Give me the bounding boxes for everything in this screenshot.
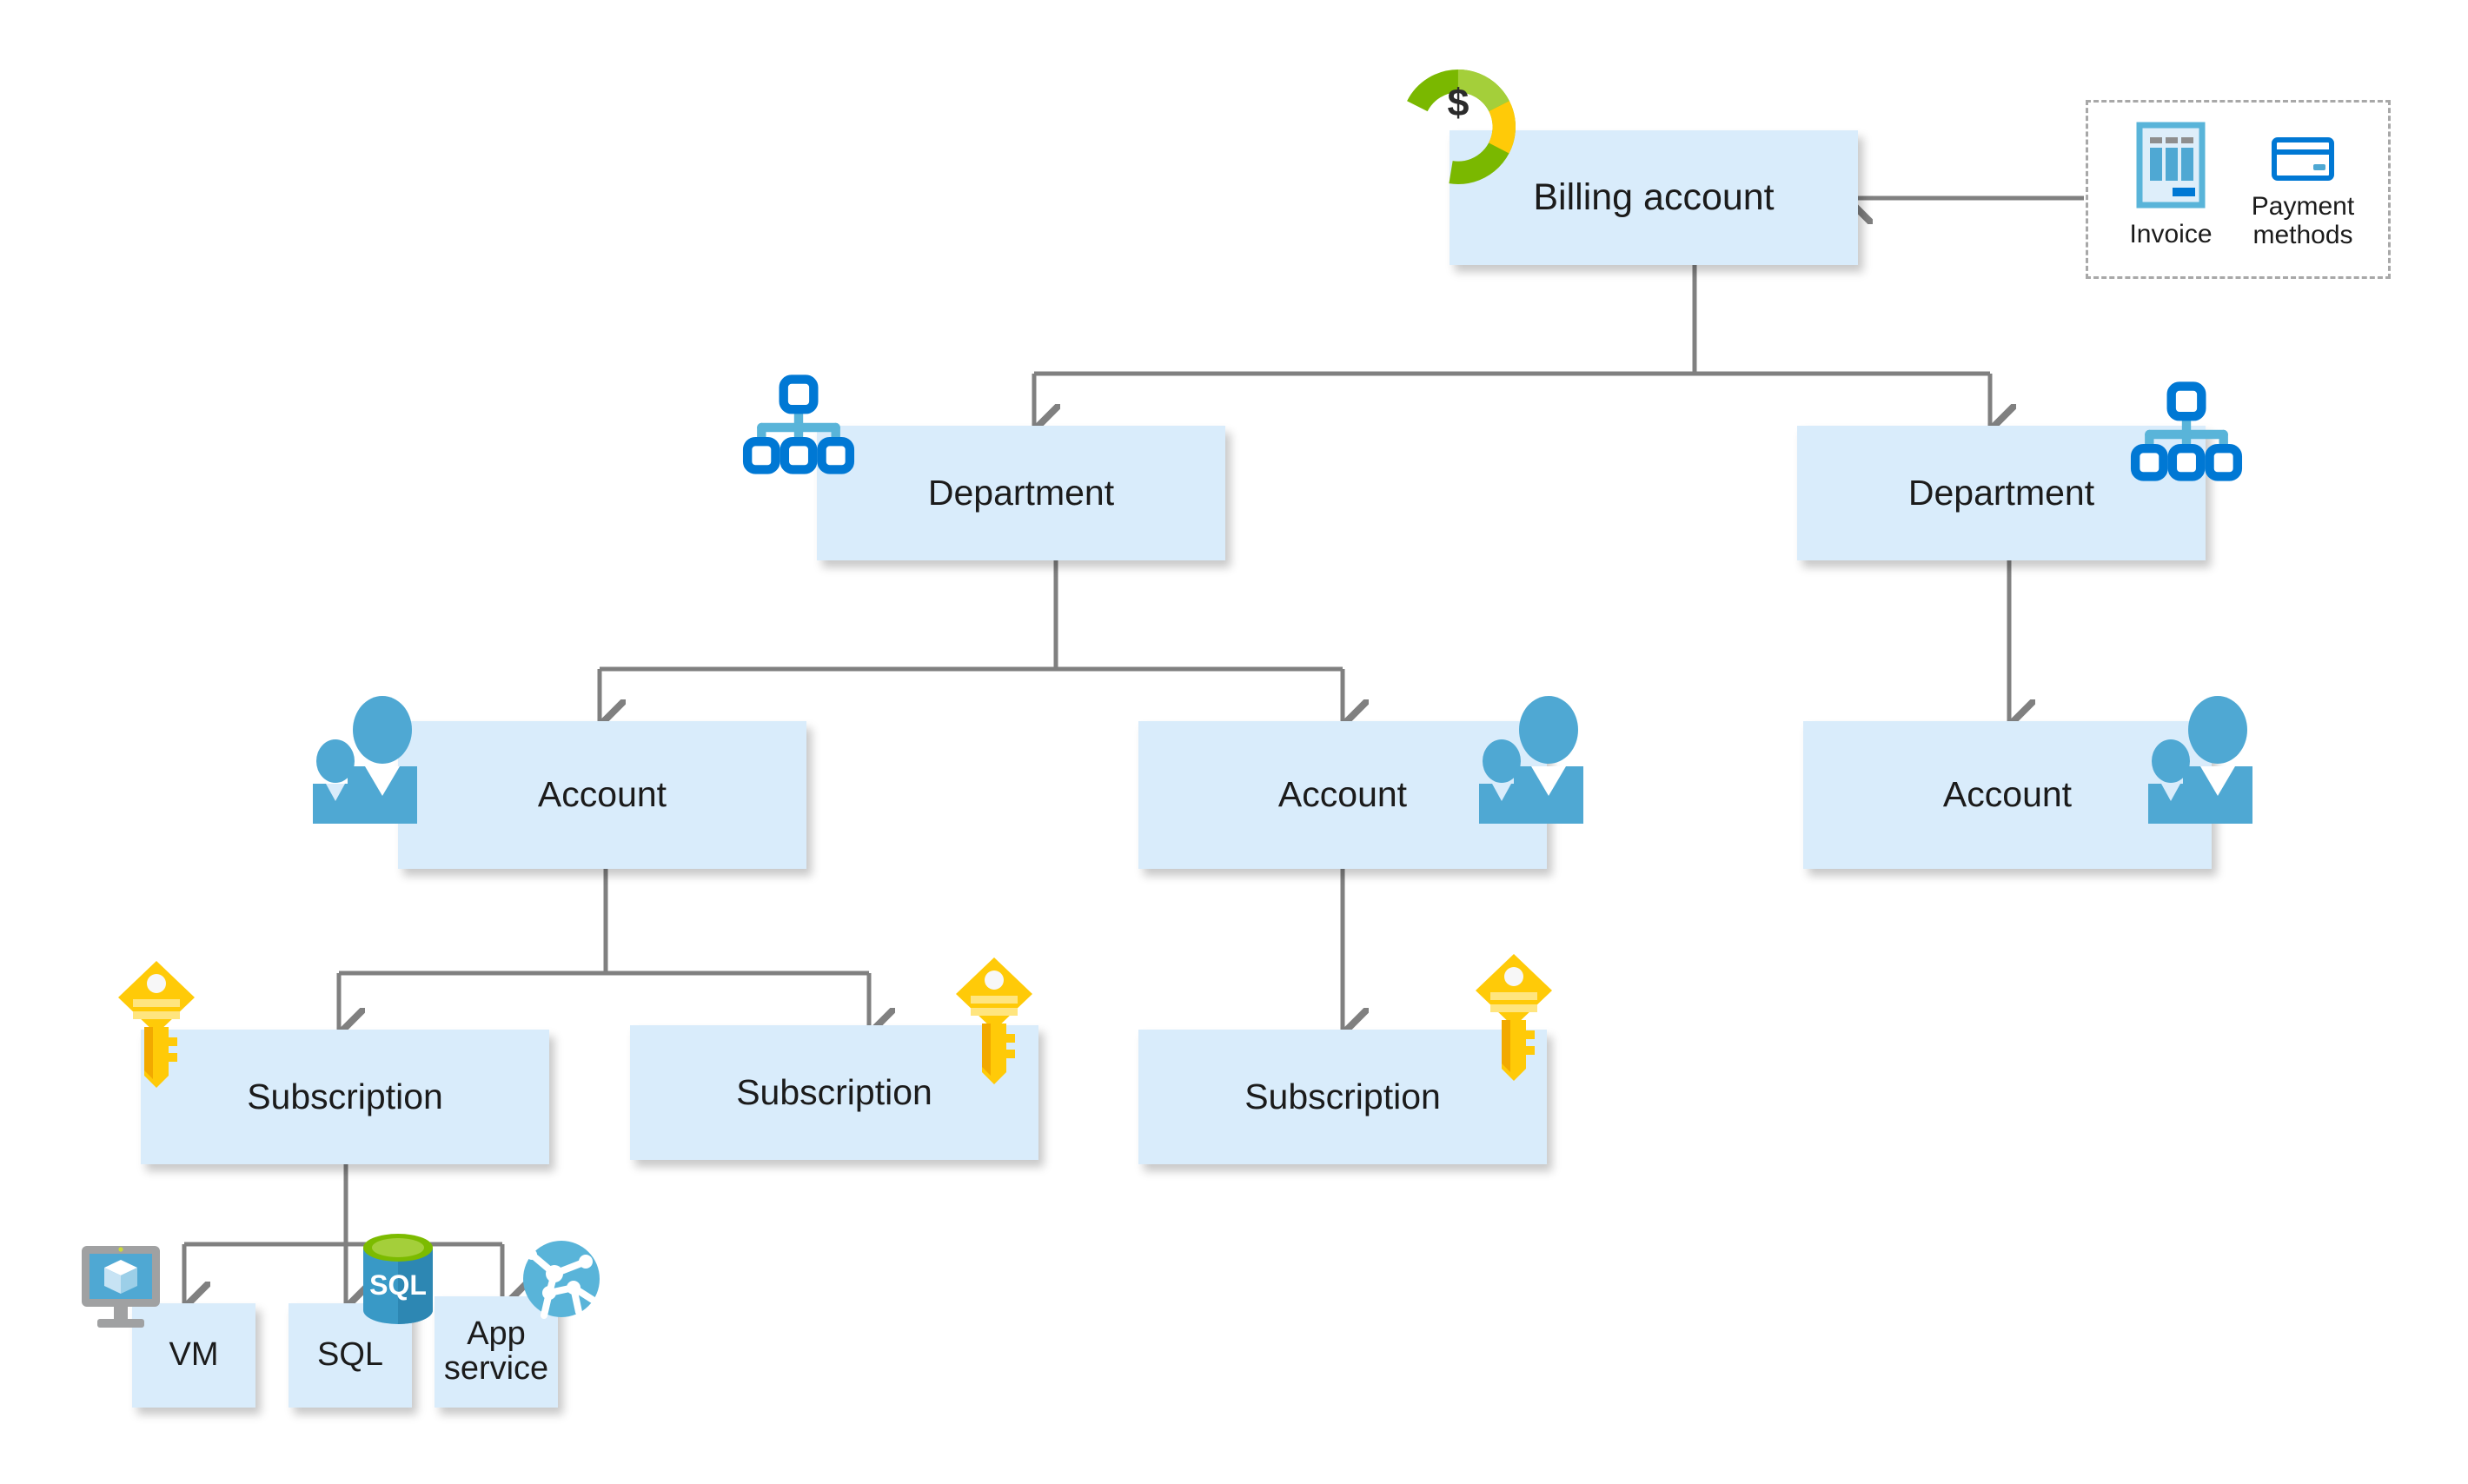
node-account-1[interactable]: Account (398, 721, 806, 869)
node-department-left[interactable]: Department (817, 426, 1225, 560)
people-icon (1469, 685, 1616, 824)
node-label: Account (1277, 774, 1408, 815)
node-resource-app-service[interactable]: App service (435, 1296, 558, 1408)
node-label: Department (927, 472, 1115, 513)
node-label: Account (537, 774, 667, 815)
node-label: SQL (316, 1336, 384, 1374)
dollar-glyph: $ (1448, 80, 1470, 124)
node-label: Billing account (1533, 176, 1775, 218)
key-icon (111, 956, 202, 1088)
node-label: App service (443, 1315, 549, 1387)
node-subscription-2[interactable]: Subscription (630, 1025, 1038, 1160)
key-icon (949, 952, 1040, 1084)
key-icon (1469, 949, 1560, 1081)
payment-methods-label-line1: Payment (2251, 192, 2355, 221)
donut-dollar-icon: $ (1401, 70, 1516, 184)
org-chart-icon (742, 374, 855, 480)
sql-database-icon: SQL (358, 1232, 438, 1329)
sql-badge-text: SQL (369, 1269, 427, 1301)
node-billing-account[interactable]: Billing account (1450, 130, 1858, 265)
node-label: Subscription (247, 1076, 443, 1116)
payment-methods-item[interactable]: Payment methods (2233, 137, 2372, 249)
node-label: Department (1907, 472, 2095, 513)
credit-card-icon (2272, 137, 2334, 185)
invoice-document-icon (2136, 122, 2206, 213)
people-icon (302, 685, 450, 824)
payment-methods-label-line2: methods (2252, 221, 2353, 249)
node-label: Subscription (736, 1071, 932, 1112)
node-label: Subscription (1244, 1076, 1441, 1116)
app-service-globe-icon (518, 1236, 605, 1322)
node-label: Account (1942, 774, 2073, 815)
invoice-item[interactable]: Invoice (2110, 122, 2232, 248)
virtual-machine-icon (76, 1241, 170, 1336)
node-label: VM (169, 1336, 219, 1374)
org-chart-icon (2130, 381, 2243, 487)
people-icon (2138, 685, 2286, 824)
invoice-label: Invoice (2129, 220, 2213, 248)
